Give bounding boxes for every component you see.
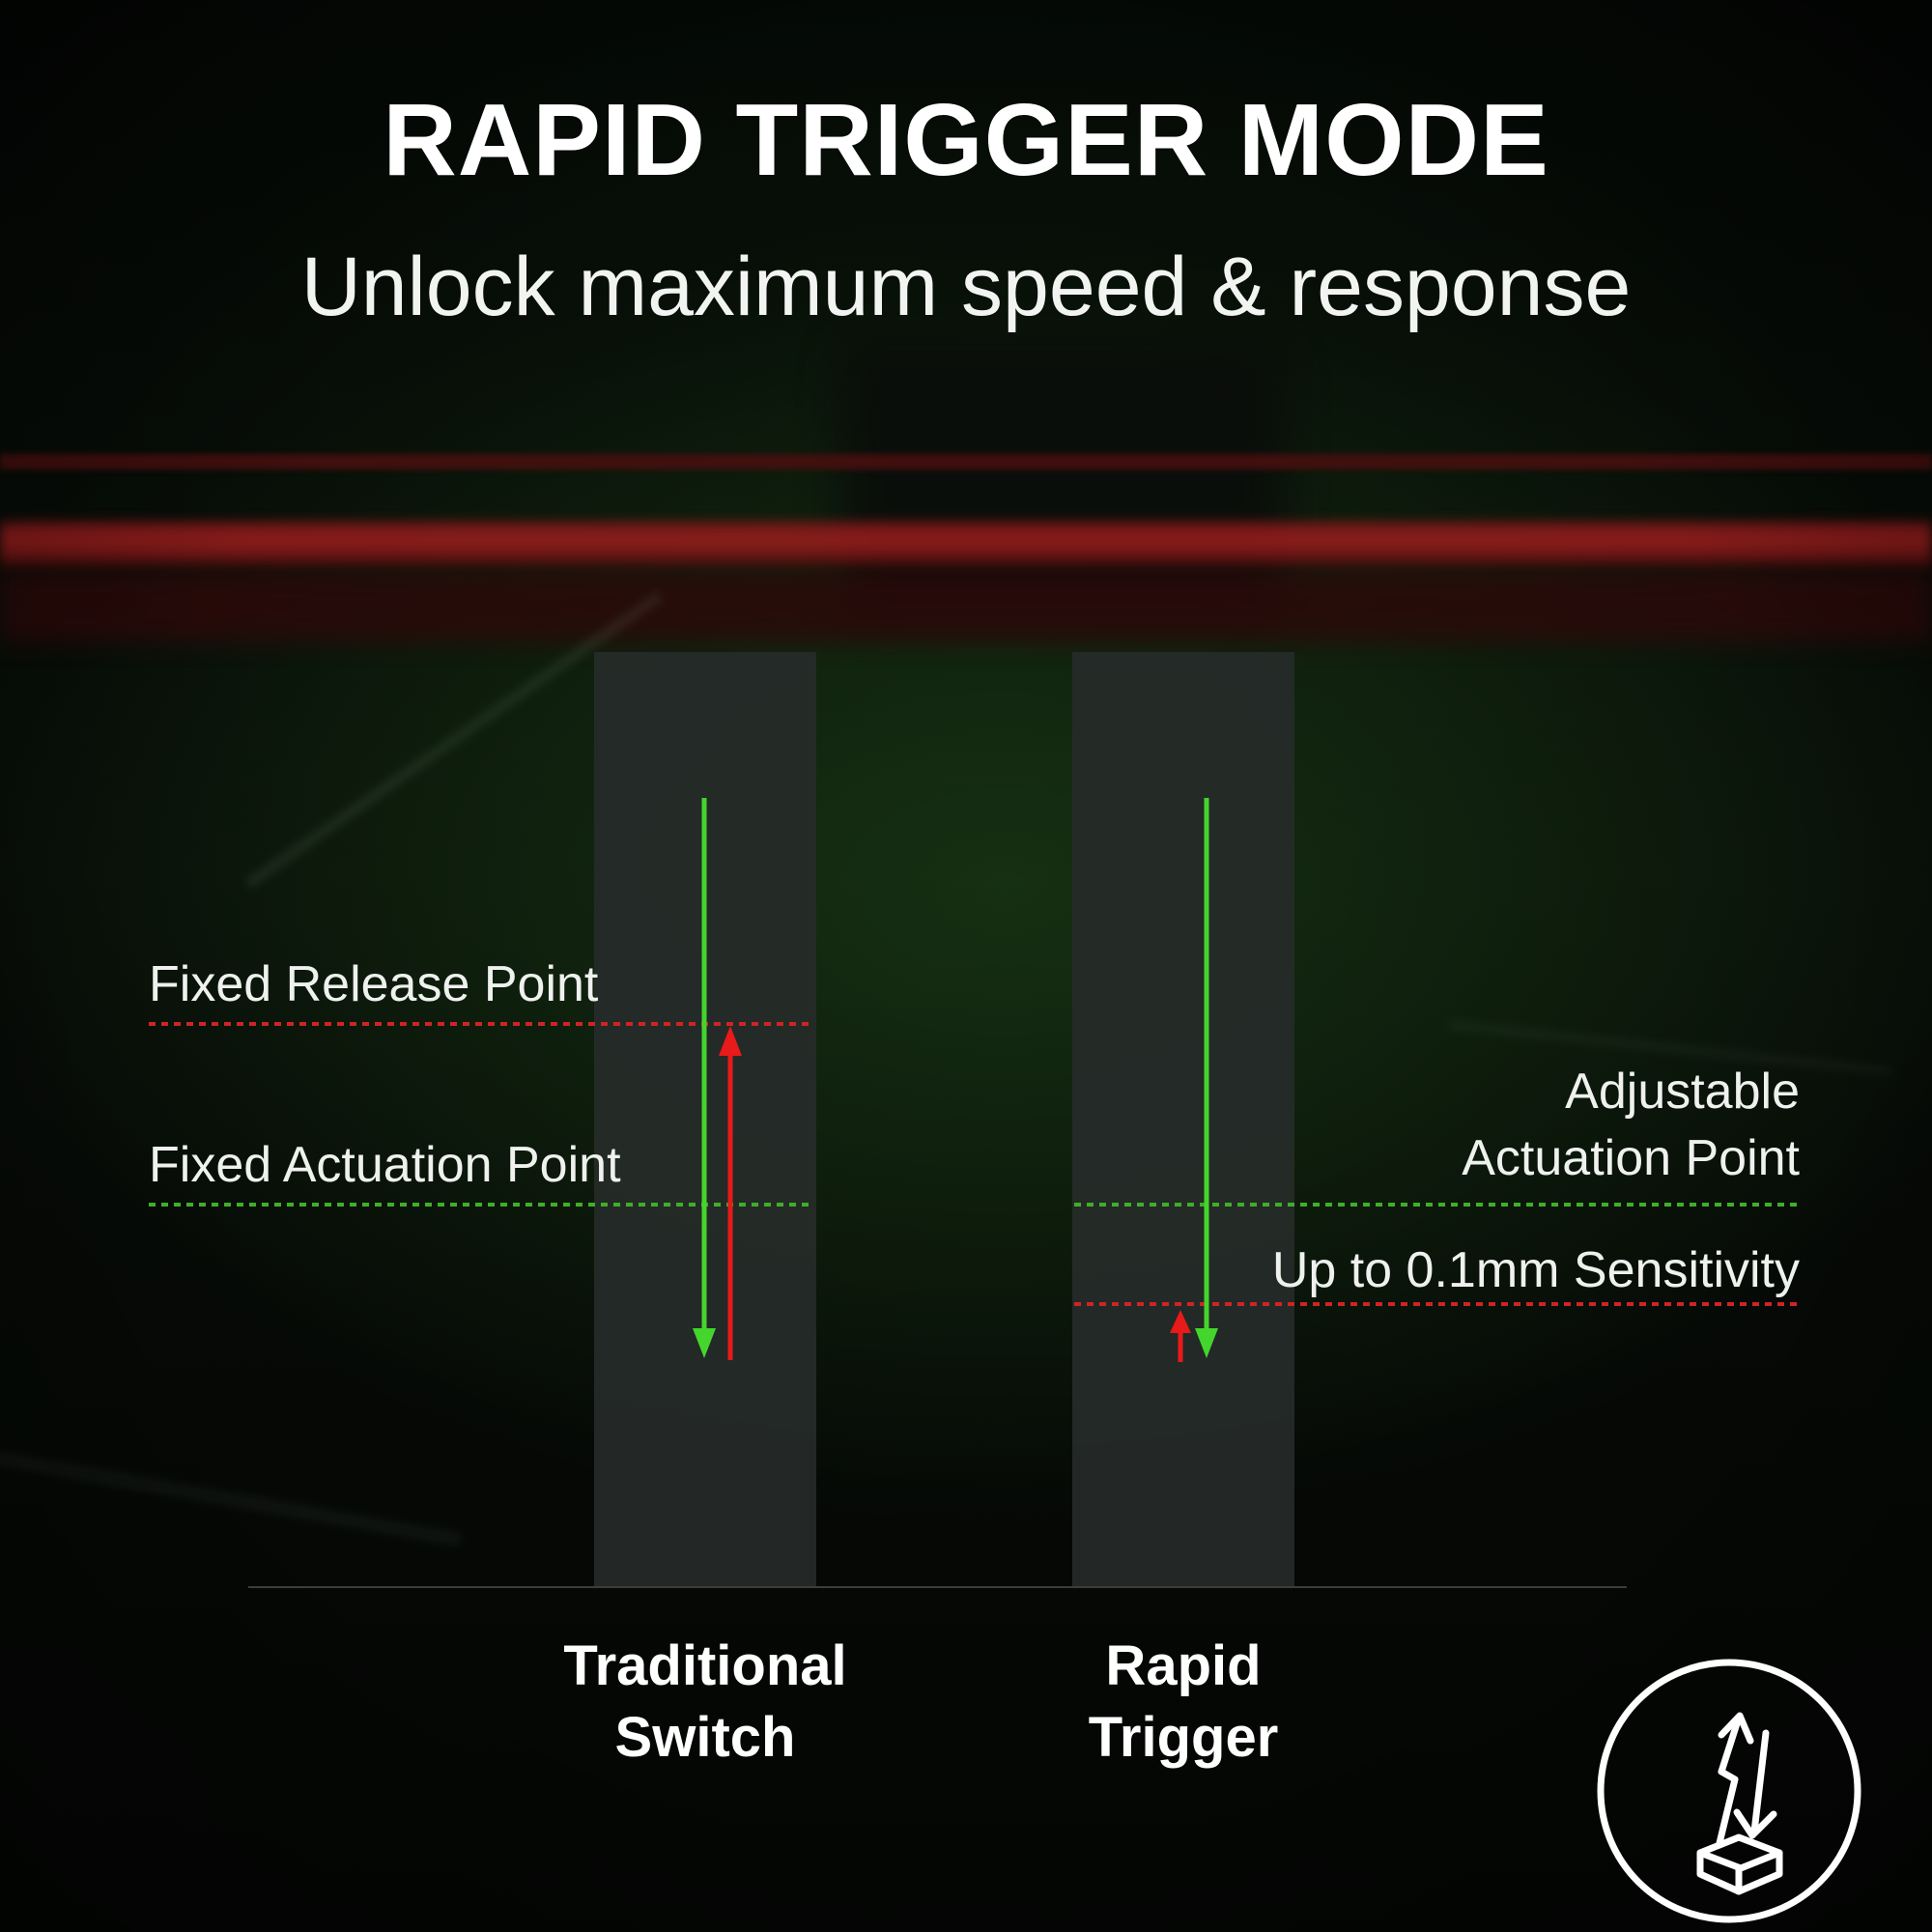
traditional-upstroke-arrow bbox=[719, 1026, 742, 1360]
page-title: RAPID TRIGGER MODE bbox=[383, 83, 1549, 197]
rapid-upstroke-arrow bbox=[1170, 1310, 1191, 1362]
fixed-release-point-label: Fixed Release Point bbox=[149, 956, 599, 1012]
adjustable-actuation-label-line2: Actuation Point bbox=[1462, 1129, 1800, 1186]
fixed-release-point-line bbox=[149, 1022, 813, 1026]
sensitivity-point-line bbox=[1074, 1302, 1800, 1306]
traditional-switch-label-line2: Switch bbox=[614, 1706, 796, 1770]
adjustable-actuation-point-line bbox=[1074, 1203, 1800, 1207]
adjustable-actuation-label-line1: Adjustable bbox=[1565, 1064, 1800, 1120]
rapid-trigger-bar bbox=[1072, 652, 1294, 1586]
page-subtitle: Unlock maximum speed & response bbox=[300, 241, 1632, 333]
fixed-actuation-point-label: Fixed Actuation Point bbox=[149, 1137, 621, 1193]
rapid-trigger-keypress-icon bbox=[1597, 1659, 1861, 1923]
adjustable-actuation-point-label: Adjustable Actuation Point bbox=[1462, 1059, 1800, 1191]
rapid-trigger-label: Rapid Trigger bbox=[1089, 1631, 1279, 1774]
traditional-switch-label-line1: Traditional bbox=[563, 1634, 847, 1697]
fixed-actuation-point-line bbox=[149, 1203, 813, 1207]
sensitivity-label: Up to 0.1mm Sensitivity bbox=[1271, 1242, 1800, 1298]
traditional-switch-label: Traditional Switch bbox=[563, 1631, 846, 1774]
rapid-downstroke-arrow bbox=[1195, 798, 1218, 1358]
rapid-trigger-label-line2: Trigger bbox=[1088, 1706, 1279, 1770]
rapid-trigger-label-line1: Rapid bbox=[1105, 1634, 1262, 1697]
baseline-divider bbox=[248, 1586, 1627, 1588]
traditional-downstroke-arrow bbox=[693, 798, 716, 1358]
